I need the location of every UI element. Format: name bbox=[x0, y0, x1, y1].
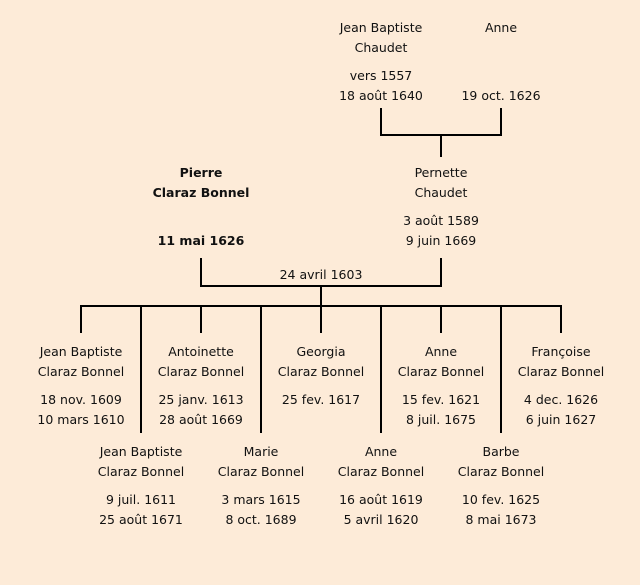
last-name: Claraz Bonnel bbox=[157, 364, 245, 379]
birth-date: 4 dec. 1626 bbox=[523, 392, 599, 407]
last-name: Claraz Bonnel bbox=[517, 364, 605, 379]
connector-line bbox=[320, 285, 322, 306]
spacer bbox=[136, 382, 266, 390]
birth-date: 9 juil. 1611 bbox=[105, 492, 177, 507]
person-anne-spouse[interactable]: Anne 19 oct. 1626 bbox=[436, 18, 566, 106]
child-connector-line bbox=[260, 305, 262, 433]
last-name bbox=[436, 38, 566, 58]
death-date: 28 août 1669 bbox=[159, 412, 243, 427]
last-name: Claraz Bonnel bbox=[37, 364, 125, 379]
death-date: 5 avril 1620 bbox=[343, 512, 419, 527]
child-connector-line bbox=[80, 305, 82, 333]
first-name: Pierre bbox=[179, 165, 223, 180]
spacer bbox=[436, 482, 566, 490]
last-name: Claraz Bonnel bbox=[277, 364, 365, 379]
last-name: Claraz Bonnel bbox=[152, 185, 250, 200]
last-name: Claraz Bonnel bbox=[337, 464, 425, 479]
first-name: Jean Baptiste bbox=[99, 444, 183, 459]
death-date bbox=[256, 410, 386, 430]
spacer bbox=[376, 203, 506, 211]
first-name: Pernette bbox=[414, 165, 468, 180]
child-connector-line bbox=[440, 305, 442, 333]
death-date: 8 oct. 1689 bbox=[225, 512, 297, 527]
spacer bbox=[196, 482, 326, 490]
marriage-date: 24 avril 1603 bbox=[279, 267, 363, 282]
connector-line bbox=[500, 108, 502, 136]
birth-date: 3 mars 1615 bbox=[221, 492, 301, 507]
first-name: Marie bbox=[243, 444, 279, 459]
spacer bbox=[316, 58, 446, 66]
first-name: Antoinette bbox=[168, 344, 234, 359]
death-date: 10 mars 1610 bbox=[37, 412, 125, 427]
death-date: 6 juin 1627 bbox=[525, 412, 597, 427]
child-connector-line bbox=[320, 305, 322, 333]
death-date: 9 juin 1669 bbox=[405, 233, 477, 248]
death-date: 25 août 1671 bbox=[99, 512, 183, 527]
connector-line bbox=[440, 134, 442, 157]
death-date: 19 oct. 1626 bbox=[461, 88, 541, 103]
child-connector-line bbox=[380, 305, 382, 433]
connector-line bbox=[200, 258, 202, 287]
last-name: Claraz Bonnel bbox=[217, 464, 305, 479]
spacer bbox=[496, 382, 626, 390]
spacer bbox=[316, 482, 446, 490]
birth-date: vers 1557 bbox=[349, 68, 413, 83]
spacer bbox=[136, 203, 266, 211]
death-date: 11 mai 1626 bbox=[157, 233, 245, 248]
last-name: Claraz Bonnel bbox=[397, 364, 485, 379]
birth-date bbox=[136, 211, 266, 231]
last-name: Claraz Bonnel bbox=[97, 464, 185, 479]
first-name: Anne bbox=[364, 444, 398, 459]
connector-line bbox=[380, 108, 382, 136]
birth-date: 15 fev. 1621 bbox=[401, 392, 481, 407]
death-date: 8 mai 1673 bbox=[465, 512, 537, 527]
child-connector-line bbox=[560, 305, 562, 333]
first-name: Anne bbox=[424, 344, 458, 359]
first-name: Jean Baptiste bbox=[39, 344, 123, 359]
death-date: 8 juil. 1675 bbox=[405, 412, 477, 427]
last-name: Claraz Bonnel bbox=[457, 464, 545, 479]
child-connector-line bbox=[140, 305, 142, 433]
spacer bbox=[16, 382, 146, 390]
last-name: Chaudet bbox=[414, 185, 468, 200]
first-name: Georgia bbox=[296, 344, 346, 359]
spacer bbox=[436, 58, 566, 66]
last-name: Chaudet bbox=[354, 40, 408, 55]
birth-date: 10 fev. 1625 bbox=[461, 492, 541, 507]
first-name: Anne bbox=[484, 20, 518, 35]
birth-date: 25 janv. 1613 bbox=[158, 392, 244, 407]
child-connector-line bbox=[200, 305, 202, 333]
connector-line bbox=[440, 258, 442, 287]
first-name: Barbe bbox=[482, 444, 520, 459]
first-name: Jean Baptiste bbox=[339, 20, 423, 35]
birth-date: 25 fev. 1617 bbox=[281, 392, 361, 407]
child-connector-line bbox=[500, 305, 502, 433]
first-name: Françoise bbox=[531, 344, 591, 359]
spacer bbox=[376, 382, 506, 390]
birth-date: 3 août 1589 bbox=[403, 213, 479, 228]
spacer bbox=[256, 382, 386, 390]
birth-date: 16 août 1619 bbox=[339, 492, 423, 507]
birth-date bbox=[436, 66, 566, 86]
birth-date: 18 nov. 1609 bbox=[40, 392, 122, 407]
death-date: 18 août 1640 bbox=[339, 88, 423, 103]
spacer bbox=[76, 482, 206, 490]
